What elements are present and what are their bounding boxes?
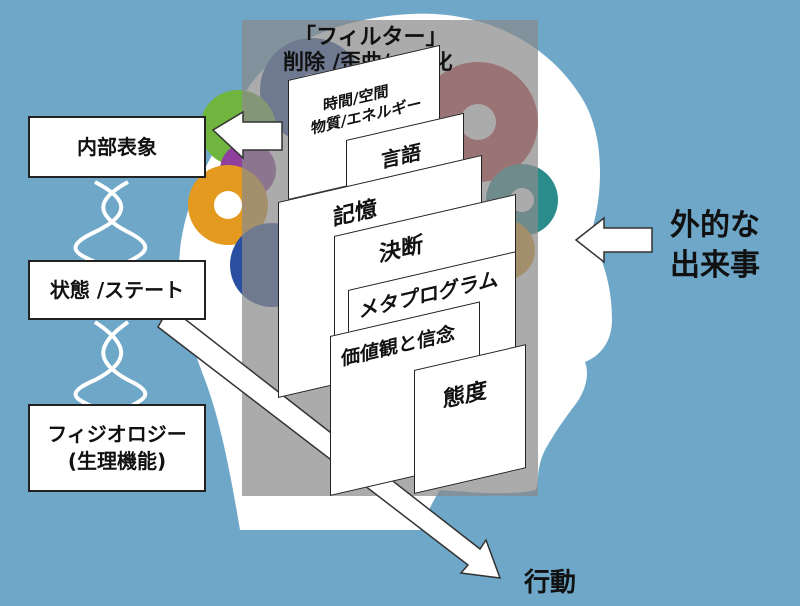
state-label: 状態 /ステート — [49, 277, 185, 302]
twisted-connector-bottom — [73, 320, 148, 410]
arrow-to-behavior — [157, 307, 502, 579]
card-attitude: 態度 — [414, 344, 526, 494]
card-decision-label: 決断 — [379, 232, 424, 268]
card-memory-label: 記憶 — [333, 196, 378, 232]
arrow-to-internal-representation — [211, 110, 283, 160]
arrow-external-events — [574, 216, 653, 264]
behavior-label: 行動 — [524, 568, 577, 598]
external-events-line1: 外的な — [670, 208, 760, 243]
internal-representation-box: 内部表象 — [28, 116, 206, 178]
physiology-label-line2: (生理機能) — [67, 449, 167, 473]
twisted-connector-top — [73, 180, 148, 264]
physiology-box: フィジオロジー (生理機能) — [28, 404, 206, 492]
gear-orange-left-hub — [214, 191, 242, 219]
internal-representation-label: 内部表象 — [77, 134, 157, 159]
filter-title: 「フィルター」 — [294, 25, 448, 50]
physiology-label-line1: フィジオロジー — [47, 422, 187, 446]
card-attitude-label: 態度 — [443, 378, 488, 414]
card-language-label: 言語 — [381, 139, 421, 173]
external-events-line2: 出来事 — [670, 248, 760, 283]
state-box: 状態 /ステート — [28, 260, 206, 320]
